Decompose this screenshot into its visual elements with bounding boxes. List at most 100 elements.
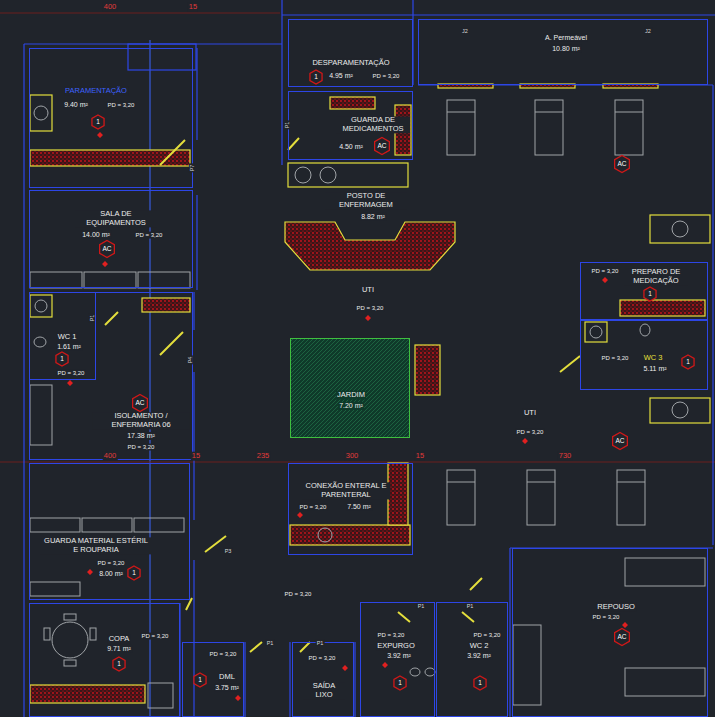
- door-tag: J2: [644, 28, 652, 34]
- area-text: 3.92 m²: [386, 652, 412, 660]
- callout-hexagon: [100, 241, 115, 258]
- counter: [30, 84, 705, 703]
- counter: [142, 298, 190, 312]
- room-outline: WC 11.61 m²PD = 3,20: [29, 292, 96, 380]
- room-outline: SAÍDA LIXOPD = 3,20: [292, 642, 354, 717]
- door-tag: P1: [266, 640, 275, 646]
- grid-line: [0, 13, 715, 717]
- sink: [650, 215, 710, 243]
- room-outline: SALA DE EQUIPAMENTOS14.00 m²PD = 3,20: [29, 190, 193, 288]
- ceiling-height: PD = 3,20: [473, 632, 502, 639]
- area-text: 7.50 m²: [346, 503, 372, 511]
- dimension: 15: [188, 3, 198, 12]
- fixture: [640, 324, 650, 336]
- room-outline: WC 2PD = 3,203.92 m²: [436, 602, 508, 717]
- bed: [82, 518, 132, 532]
- callout-hexagon: [682, 355, 694, 369]
- door-leaf: [105, 138, 580, 652]
- area-text: 4.50 m²: [338, 143, 364, 151]
- room-name: POSTO DE ENFERMAGEM: [325, 192, 407, 209]
- door-leaf: [105, 138, 580, 652]
- room-outline: CONEXÃO ENTERAL E PARENTERALPD = 3,207.5…: [288, 463, 413, 555]
- door-tag: P1: [466, 603, 475, 609]
- sink: [650, 398, 710, 423]
- area-text: 4.95 m²: [328, 72, 354, 80]
- callout-hexagon: [113, 657, 125, 671]
- callout-number: 1: [314, 73, 318, 80]
- bed: [30, 385, 52, 445]
- room-outline: WC 35.11 m²PD = 3,20: [580, 320, 708, 390]
- callout-number: AC: [615, 437, 624, 444]
- room-name: GUARDA DE MEDICAMENTOS: [336, 116, 410, 133]
- bed: [447, 100, 475, 155]
- counter: [285, 222, 455, 270]
- bed: [615, 100, 643, 155]
- room-outline: PARAMENTAÇÃO9.40 m²PD = 3,20: [29, 48, 193, 188]
- callout-number: 1: [96, 118, 100, 125]
- bed: [535, 112, 563, 113]
- door-tag: P1: [89, 314, 95, 323]
- room-name: COPA: [108, 635, 131, 644]
- ceiling-height: PD = 3,20: [372, 73, 401, 80]
- room-outline: ISOLAMENTO / ENFERMARIA 0617.38 m²PD = 3…: [29, 292, 193, 460]
- room-name: SAÍDA LIXO: [303, 682, 345, 699]
- door-tag: P7: [189, 164, 195, 173]
- fixture: [425, 668, 435, 676]
- ceiling-height: PD = 3,20: [127, 444, 156, 451]
- room-outline: DMLPD = 3,203.75 m²: [182, 642, 244, 717]
- ceiling-height: PD = 3,20: [516, 429, 545, 436]
- callout-hexagon: [615, 156, 630, 173]
- callout-hexagon: [128, 566, 140, 580]
- bed: [30, 272, 82, 288]
- bed: [447, 470, 475, 525]
- callout-number: 1: [60, 355, 64, 362]
- fixture: [318, 528, 332, 542]
- bed: [527, 482, 555, 483]
- callout-number: 1: [398, 679, 402, 686]
- area-text: 7.20 m²: [338, 402, 364, 410]
- dimension: 15: [191, 452, 201, 461]
- counter: [30, 685, 145, 703]
- room-outline: GUARDA DE MEDICAMENTOS 4.50 m²: [288, 91, 413, 160]
- callout-number: 1: [198, 676, 202, 683]
- room-outline: PREPARO DE MEDICAÇÃOPD = 3,20: [580, 262, 708, 320]
- bed: [625, 558, 705, 586]
- dimension: 15: [415, 452, 425, 461]
- ceiling-height: PD = 3,20: [592, 614, 621, 621]
- bed: [535, 100, 563, 155]
- callout-number: AC: [377, 142, 386, 149]
- callout-hexagon: [375, 138, 390, 155]
- room-name: JARDIM: [336, 391, 366, 400]
- ceiling-height: PD = 3,20: [209, 651, 238, 658]
- room-outline: GUARDA MATERIAL ESTÉRIL E ROUPARIA PD = 3…: [29, 463, 190, 600]
- area-text: 5.11 m²: [642, 365, 667, 373]
- grid-line: [0, 13, 280, 14]
- counter: [330, 97, 375, 109]
- room-name: EXPURGO: [376, 642, 416, 651]
- bed: [134, 518, 184, 532]
- room-name: WC 3: [643, 354, 664, 363]
- room-name: GUARDA MATERIAL ESTÉRIL E ROUPARIA: [40, 537, 152, 554]
- room-name: REPOUSO: [596, 603, 636, 612]
- fixture: [90, 628, 96, 640]
- area-text: 17.38 m²: [126, 432, 156, 440]
- bed: [84, 272, 136, 288]
- area-name: UTI: [361, 286, 375, 295]
- area-text: 10.80 m²: [551, 45, 581, 53]
- ceiling-height: PD = 3,20: [299, 504, 328, 511]
- counter: [388, 463, 408, 525]
- bed: [617, 482, 645, 483]
- ceiling-height: PD = 3,20: [591, 268, 620, 275]
- ceiling-height: PD = 3,20: [97, 560, 126, 567]
- callout-hexagon: [613, 433, 628, 450]
- area-text: 8.82 m²: [360, 213, 386, 221]
- room-name: DML: [218, 673, 236, 682]
- ceiling-height: PD = 3,20: [356, 305, 385, 312]
- fixture: [295, 167, 311, 183]
- area-name: UTI: [523, 409, 537, 418]
- fixture: [64, 614, 76, 620]
- fixture: [320, 167, 336, 183]
- sink: [30, 95, 710, 423]
- fixture: [672, 221, 688, 237]
